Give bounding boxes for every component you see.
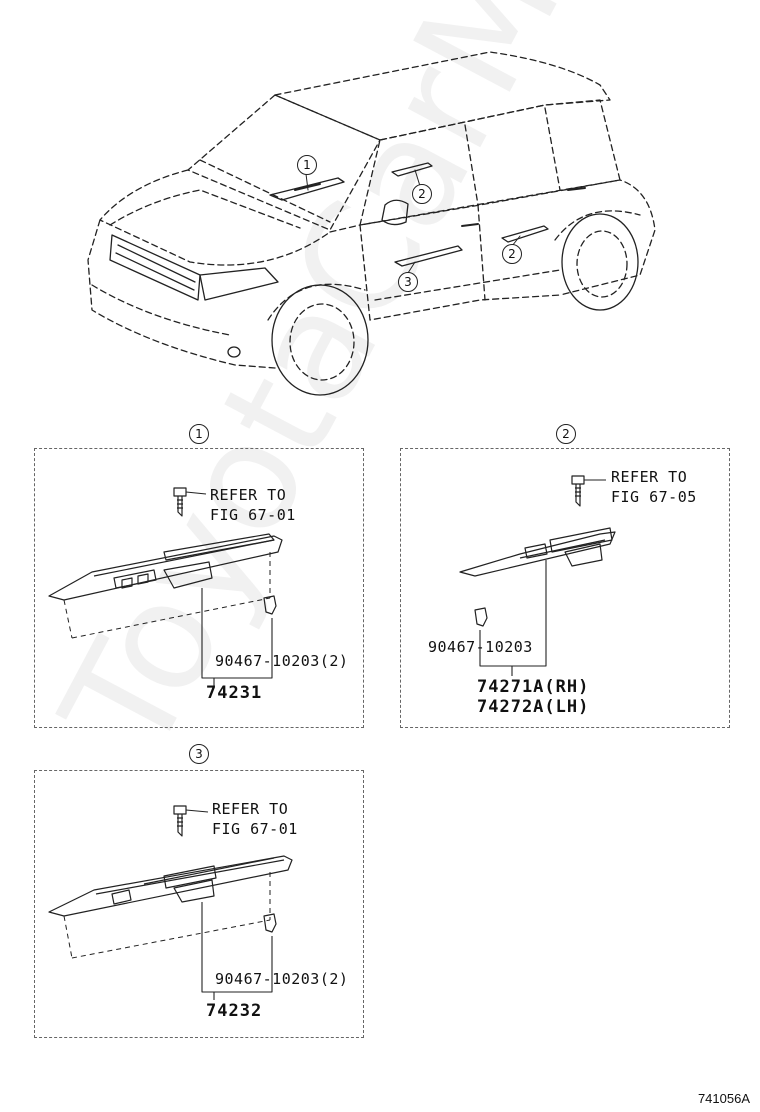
car-callout-1: 1 bbox=[297, 155, 317, 175]
section-2-callout: 2 bbox=[556, 424, 576, 444]
section-1-drawing bbox=[48, 487, 283, 686]
section-1-refer-line2: FIG 67-01 bbox=[210, 506, 296, 524]
section-2-clip bbox=[474, 607, 488, 627]
car-switch-1 bbox=[269, 177, 345, 201]
section-1-part-number: 74231 bbox=[206, 683, 263, 703]
car-switch-3 bbox=[394, 245, 463, 267]
car-callout-2a: 2 bbox=[412, 184, 432, 204]
section-2-screw bbox=[571, 475, 585, 485]
section-2-refer-line2: FIG 67-05 bbox=[611, 488, 697, 506]
car-switch-2b bbox=[501, 225, 549, 243]
car-callout-2b: 2 bbox=[502, 244, 522, 264]
section-2-part-number-lh: 74272A(LH) bbox=[477, 697, 590, 717]
car-front-wheel bbox=[271, 284, 369, 396]
section-1-clip bbox=[263, 595, 277, 615]
car-side-windows bbox=[359, 99, 621, 226]
section-2-drawing bbox=[459, 475, 616, 676]
car-body-side bbox=[329, 179, 656, 296]
section-3-screw bbox=[173, 805, 187, 815]
section-1-refer-line1: REFER TO bbox=[210, 486, 287, 504]
car-grille bbox=[109, 234, 201, 301]
section-2-part-number-rh: 74271A(RH) bbox=[477, 677, 590, 697]
section-2-refer-line1: REFER TO bbox=[611, 468, 688, 486]
car-hood bbox=[99, 169, 331, 266]
section-1-box bbox=[34, 448, 364, 728]
car-rear-wheel bbox=[561, 213, 639, 311]
section-2-clip-part-number: 90467-10203 bbox=[428, 638, 533, 656]
section-3-part-number: 74232 bbox=[206, 1001, 263, 1021]
section-1-screw bbox=[173, 487, 187, 497]
section-3-refer-line1: REFER TO bbox=[212, 800, 289, 818]
section-1-clip-part-number: 90467-10203(2) bbox=[215, 652, 349, 670]
section-3-refer-line2: FIG 67-01 bbox=[212, 820, 298, 838]
section-3-clip bbox=[263, 913, 277, 933]
car-windshield bbox=[187, 94, 381, 231]
section-3-drawing bbox=[48, 805, 293, 1000]
section-2-switch-panel bbox=[459, 531, 616, 577]
car-headlight bbox=[199, 267, 279, 301]
section-2-box bbox=[400, 448, 730, 728]
figure-code: 741056A bbox=[697, 1091, 750, 1106]
section-3-callout: 3 bbox=[189, 744, 209, 764]
car-front bbox=[87, 219, 276, 369]
car-illustration bbox=[87, 51, 656, 396]
car-foglight bbox=[227, 346, 241, 358]
car-callout-3: 3 bbox=[398, 272, 418, 292]
car-mirror bbox=[381, 199, 409, 226]
section-3-clip-part-number: 90467-10203(2) bbox=[215, 970, 349, 988]
car-switch-2a bbox=[391, 162, 433, 177]
section-3-box bbox=[34, 770, 364, 1038]
car-roof bbox=[274, 51, 611, 141]
section-1-callout: 1 bbox=[189, 424, 209, 444]
